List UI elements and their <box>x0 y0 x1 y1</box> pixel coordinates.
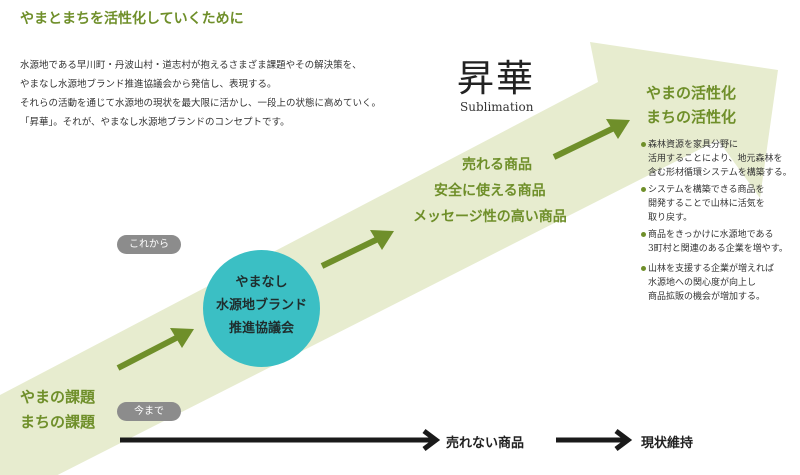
bullet-dot <box>641 232 646 237</box>
council-line-3: 推進協議会 <box>228 321 294 336</box>
intro-line-3: それらの活動を通じて水源地の現状を最大限に活かし、一段上の状態に高めていく。 <box>20 98 382 109</box>
black-arrow-2 <box>556 429 633 451</box>
note-item-3: 商品をきっかけに水源地である 3町村と関連のある企業を増やす。 <box>641 228 788 256</box>
note-4-line-2: 水源地への関心度が向上し <box>648 278 757 288</box>
intro-line-4: 「昇華」。それが、やまなし水源地ブランドのコンセプトです。 <box>20 117 290 128</box>
status-quo-label: 現状維持 <box>641 436 694 451</box>
green-arrow-3 <box>552 119 630 160</box>
intro-line-2: やまなし水源地ブランド推進協議会から発信し、表現する。 <box>20 79 277 90</box>
note-item-2: システムを構築できる商品を 開発することで山林に活気を 取り戻す。 <box>641 183 765 225</box>
note-3-line-1: 商品をきっかけに水源地である <box>648 230 774 240</box>
council-line-1: やまなし <box>235 275 288 290</box>
product-message: メッセージ性の高い商品 <box>413 209 567 225</box>
note-item-4: 山林を支援する企業が増えれば 水源地への関心度が向上し 商品拡販の機会が増加する… <box>641 262 775 304</box>
note-4-line-3: 商品拡販の機会が増加する。 <box>648 292 766 302</box>
future-label: これから <box>117 235 181 254</box>
concept-subtitle: Sublimation <box>460 100 534 114</box>
note-1-line-3: 含む形材循環システムを構築する。 <box>648 168 792 178</box>
product-sellable: 売れる商品 <box>462 157 532 173</box>
note-item-1: 森林資源を家具分野に 活用することにより、地元森林を 含む形材循環システムを構築… <box>641 138 792 180</box>
unsold-product-label: 売れない商品 <box>446 436 525 451</box>
black-arrow-1 <box>120 429 441 451</box>
green-arrow-2 <box>320 230 394 269</box>
bullet-dot <box>641 187 646 192</box>
bullet-dot <box>641 266 646 271</box>
note-2-line-3: 取り戻す。 <box>648 213 693 223</box>
council-line-2: 水源地ブランド <box>215 298 307 313</box>
bullet-dot <box>641 142 646 147</box>
note-1-line-2: 活用することにより、地元森林を <box>648 154 783 164</box>
issue-town: まちの課題 <box>20 413 96 431</box>
council-circle: やまなし 水源地ブランド 推進協議会 <box>203 250 320 367</box>
goal-mountain: やまの活性化 <box>646 84 737 102</box>
product-safe: 安全に使える商品 <box>434 183 546 199</box>
section-heading: やまとまちを活性化していくために <box>20 11 244 27</box>
note-2-line-1: システムを構築できる商品を <box>648 185 765 195</box>
issue-mountain: やまの課題 <box>20 388 96 406</box>
intro-line-1: 水源地である早川町・丹波山村・道志村が抱えるさまざま課題やその解決策を、 <box>20 60 362 71</box>
past-label: 今まで <box>117 402 181 421</box>
note-1-line-1: 森林資源を家具分野に <box>648 140 739 150</box>
green-arrow-1 <box>116 328 194 371</box>
note-2-line-2: 開発することで山林に活気を <box>648 199 765 209</box>
goal-town: まちの活性化 <box>646 108 737 126</box>
concept-title: 昇華 <box>457 57 535 100</box>
note-3-line-2: 3町村と関連のある企業を増やす。 <box>648 244 788 254</box>
note-4-line-1: 山林を支援する企業が増えれば <box>648 264 775 274</box>
